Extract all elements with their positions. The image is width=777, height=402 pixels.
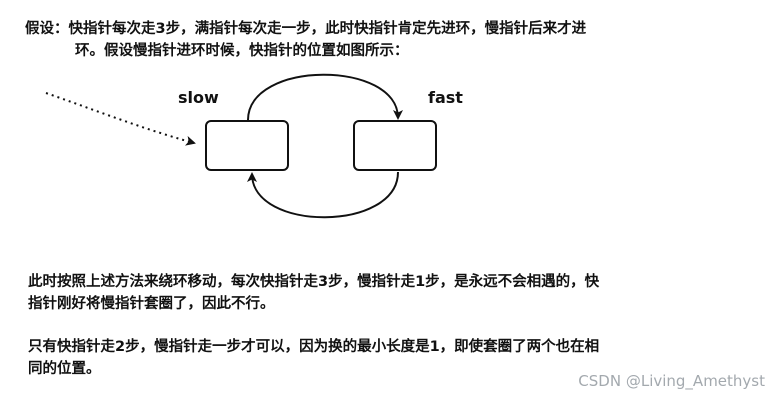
slow-label: slow bbox=[178, 88, 219, 107]
conclusion-text-line-2: 同的位置。 bbox=[28, 361, 101, 377]
assumption-text-line-2: 环。假设慢指针进环时候，快指针的位置如图所示： bbox=[75, 43, 409, 59]
csdn-watermark: CSDN @Living_Amethyst bbox=[578, 372, 765, 390]
fast-node-box bbox=[353, 120, 437, 171]
conclusion-text-line-1: 只有快指针走2步，慢指针走一步才可以，因为换的最小长度是1，即使套圈了两个也在相 bbox=[28, 339, 600, 355]
fast-label: fast bbox=[428, 88, 463, 107]
assumption-text-line-1: 假设：快指针每次走3步，满指针每次走一步，此时快指针肯定先进环，慢指针后来才进 bbox=[25, 21, 587, 37]
incoming-dotted-arrow bbox=[45, 92, 196, 146]
explanation-text-line-2: 指针刚好将慢指针套圈了，因此不行。 bbox=[28, 296, 275, 312]
slow-node-box bbox=[205, 120, 289, 171]
cycle-bottom-arrow bbox=[247, 171, 399, 219]
cycle-top-arrow bbox=[247, 73, 403, 121]
explanation-text-line-1: 此时按照上述方法来绕环移动，每次快指针走3步，慢指针走1步，是永远不会相遇的，快 bbox=[28, 274, 600, 290]
